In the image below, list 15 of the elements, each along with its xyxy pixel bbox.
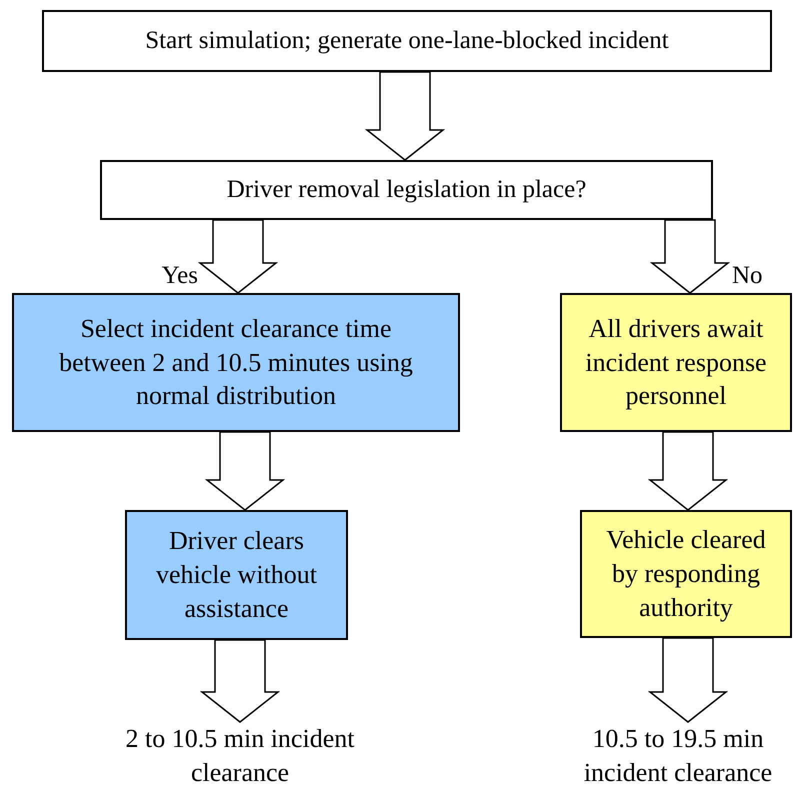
block-arrow <box>650 219 730 294</box>
outcome-text: 10.5 to 19.5 min incident clearance <box>560 722 796 790</box>
outcome-text: 2 to 10.5 min incident clearance <box>120 722 360 790</box>
block-arrow <box>204 431 286 511</box>
block-arrow <box>364 71 446 161</box>
block-arrow <box>198 219 278 294</box>
process-box: Start simulation; generate one-lane-blocked incident <box>42 10 772 72</box>
decision-box: Driver removal legislation in place? <box>100 160 713 220</box>
block-arrow <box>648 431 728 511</box>
process-box: Vehicle cleared by responding authority <box>580 510 792 638</box>
block-arrow <box>648 637 728 723</box>
process-box: Select incident clearance time between 2 and 10.5 minutes using normal distribution <box>12 293 460 432</box>
block-arrow <box>200 639 280 723</box>
process-box: Driver clears vehicle without assistance <box>125 510 348 640</box>
process-box: All drivers await incident response personnel <box>560 293 792 432</box>
